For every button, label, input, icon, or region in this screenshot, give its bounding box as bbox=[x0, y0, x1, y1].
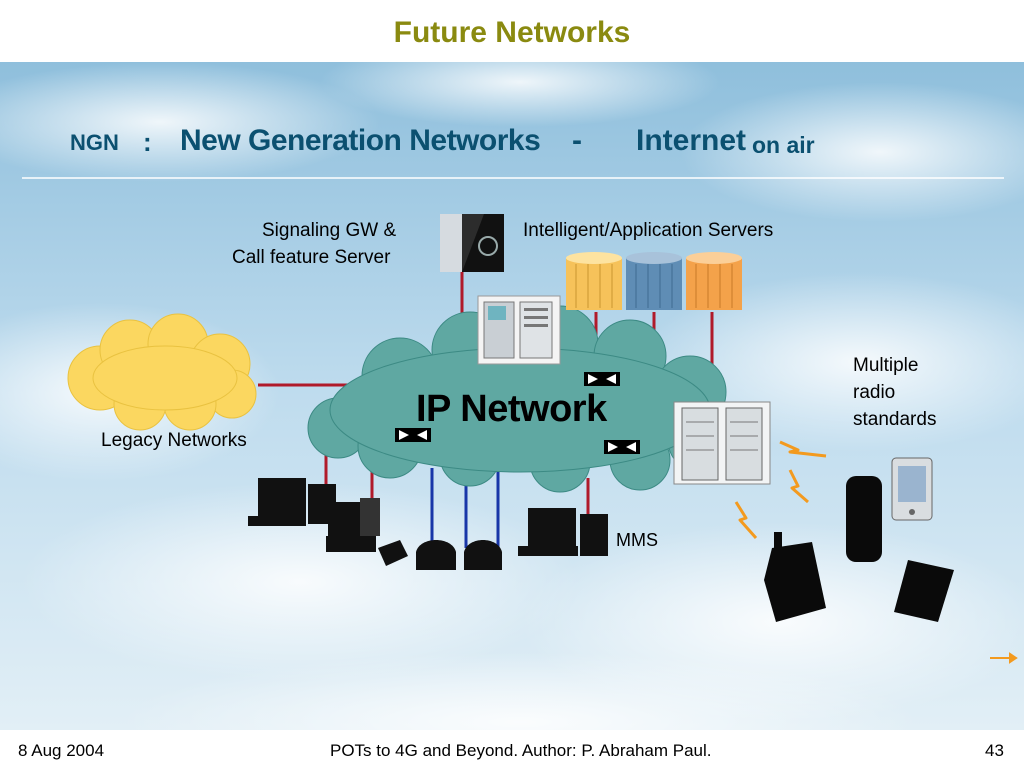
footer-author: POTs to 4G and Beyond. Author: P. Abraha… bbox=[330, 741, 712, 760]
phone-icon bbox=[464, 540, 502, 570]
call-feature-server-icon bbox=[477, 295, 561, 365]
radio-standards-label-line3: standards bbox=[853, 409, 937, 430]
desktop-pc-icon bbox=[326, 498, 380, 552]
lightning-icon bbox=[788, 469, 809, 504]
phone-icon bbox=[378, 540, 408, 566]
ngn-acronym: NGN bbox=[70, 130, 119, 155]
signaling-gateway-icon bbox=[440, 214, 504, 272]
cordless-phone-icon bbox=[764, 532, 826, 622]
terminal-icons bbox=[248, 478, 608, 570]
mobile-device-icons bbox=[764, 476, 954, 622]
radio-standards-label-line1: Multiple bbox=[853, 355, 919, 376]
pda-icon bbox=[891, 457, 933, 521]
app-server-orange-icon bbox=[686, 252, 742, 310]
page-number: 43 bbox=[985, 741, 1004, 760]
ip-network-label: IP Network bbox=[416, 388, 607, 430]
desktop-pc-icon bbox=[248, 478, 336, 526]
app-server-blue-icon bbox=[626, 252, 682, 310]
router-icon bbox=[395, 428, 431, 442]
radio-base-station-icon bbox=[673, 401, 771, 485]
header-colon: : bbox=[143, 127, 152, 157]
app-server-yellow-icon bbox=[566, 252, 622, 310]
legacy-networks-label: Legacy Networks bbox=[101, 430, 247, 451]
header-dash: - bbox=[572, 124, 582, 157]
internet-word: Internet bbox=[636, 124, 747, 157]
slide-title: Future Networks bbox=[393, 16, 631, 49]
signaling-gateway-label-line1: Signaling GW & bbox=[262, 220, 397, 241]
radio-signal-icons bbox=[734, 440, 827, 539]
app-servers-label: Intelligent/Application Servers bbox=[523, 220, 774, 241]
mobile-phone-icon bbox=[846, 476, 882, 562]
radio-standards-label-line2: radio bbox=[853, 382, 896, 403]
legacy-network-cloud bbox=[67, 313, 257, 431]
next-arrow-icon bbox=[990, 652, 1018, 664]
phone-icon bbox=[416, 540, 456, 570]
mms-pc-icon bbox=[518, 508, 608, 556]
router-icon bbox=[584, 372, 620, 386]
on-air-word: on air bbox=[752, 132, 815, 158]
laptop-icon bbox=[894, 560, 954, 622]
signaling-gateway-label-line2: Call feature Server bbox=[232, 247, 391, 268]
mms-label: MMS bbox=[616, 530, 658, 550]
lightning-icon bbox=[779, 440, 827, 458]
ngn-expansion: New Generation Networks bbox=[180, 124, 541, 157]
footer-date: 8 Aug 2004 bbox=[18, 741, 105, 760]
lightning-icon bbox=[734, 501, 758, 539]
router-icon bbox=[604, 440, 640, 454]
router-icons bbox=[395, 372, 640, 454]
